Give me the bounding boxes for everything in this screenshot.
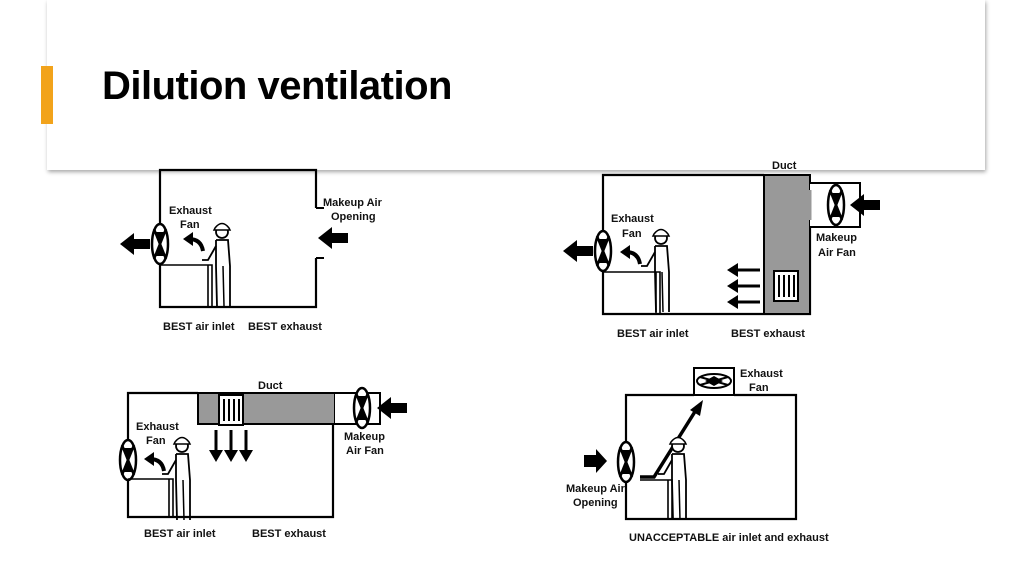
exhaust-fan-label: Fan	[749, 382, 769, 394]
caption-inlet: BEST air inlet	[144, 528, 216, 540]
caption-inlet: BEST air inlet	[617, 328, 689, 340]
makeup-air-label: Makeup Air	[323, 197, 383, 209]
duct-label: Duct	[258, 380, 283, 392]
exhaust-fan-label: Exhaust	[611, 213, 654, 225]
title-card	[47, 0, 985, 170]
makeup-fan-label: Air Fan	[346, 445, 384, 457]
makeup-fan-label: Air Fan	[818, 247, 856, 259]
accent-bar	[41, 66, 53, 124]
diagram-top-left: Exhaust Fan Makeup Air Opening BEST air …	[120, 168, 383, 333]
makeup-air-label: Opening	[331, 211, 376, 223]
caption-unacceptable: UNACCEPTABLE air inlet and exhaust	[629, 532, 829, 544]
exhaust-fan-label: Exhaust	[169, 205, 212, 217]
caption-inlet: BEST air inlet	[163, 321, 235, 333]
caption-exhaust: BEST exhaust	[252, 528, 326, 540]
exhaust-fan-label: Exhaust	[740, 368, 783, 380]
caption-exhaust: BEST exhaust	[731, 328, 805, 340]
exhaust-fan-label: Fan	[180, 219, 200, 231]
exhaust-fan-label: Exhaust	[136, 421, 179, 433]
makeup-fan-label: Makeup	[344, 431, 385, 443]
makeup-air-label: Makeup Air	[566, 483, 626, 495]
caption-exhaust: BEST exhaust	[248, 321, 322, 333]
diagram-bottom-right: Exhaust Fan Makeup Air Opening UNACCEPTA…	[566, 367, 829, 544]
diagram-top-right: Duct Exhaust Fan Makeup Air Fan BEST air…	[563, 160, 880, 340]
duct-label: Duct	[772, 160, 797, 172]
makeup-air-label: Opening	[573, 497, 618, 509]
slide-title: Dilution ventilation	[102, 64, 452, 108]
makeup-arrow	[318, 227, 348, 249]
makeup-fan-label: Makeup	[816, 232, 857, 244]
exhaust-fan-label: Fan	[622, 228, 642, 240]
exhaust-fan-label: Fan	[146, 435, 166, 447]
diagram-bottom-left: Duct Exhaust Fan Makeup Air Fan BEST air…	[118, 380, 407, 540]
